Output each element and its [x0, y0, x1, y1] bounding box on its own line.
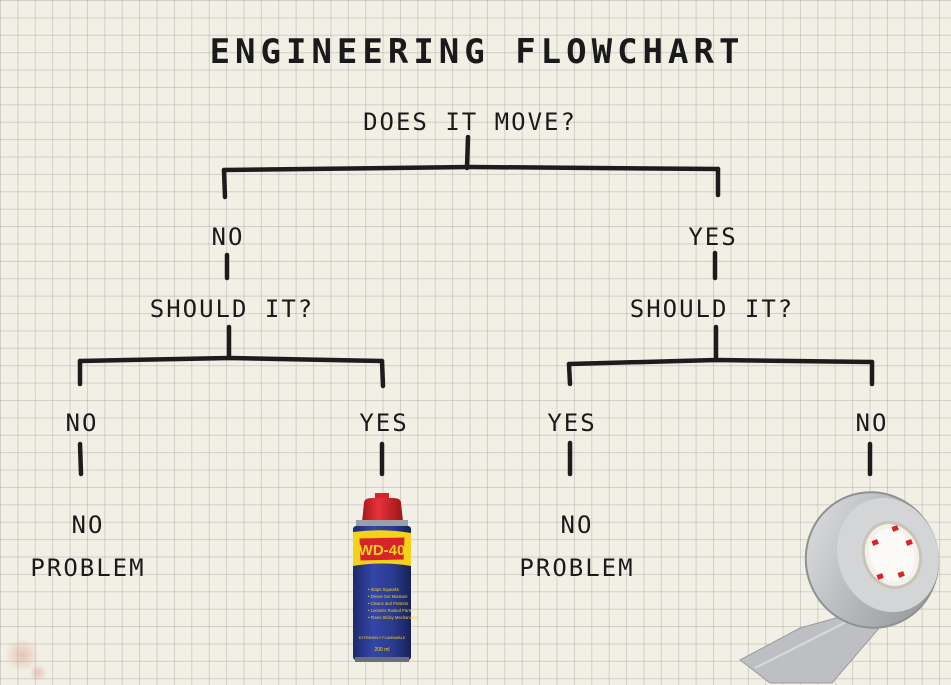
left-branch-question: SHOULD IT? [150, 295, 315, 323]
wd40-bullet-5: • Frees Sticky Mechanisms [368, 615, 418, 620]
root-connector [221, 134, 721, 200]
wd40-brand: WD-40 [359, 542, 406, 559]
wd40-bullet-3: • Cleans and Protects [368, 601, 408, 606]
wd40-warning: EXTREMELY FLAMMABLE [359, 636, 406, 640]
left-left-result-line2: PROBLEM [30, 554, 145, 582]
wd40-can-image: WD-40 • Stops Squeaks • Drives Out Moist… [353, 493, 418, 662]
root-question: DOES IT MOVE? [363, 108, 577, 136]
left-right-answer: YES [359, 409, 408, 437]
right-left-result-line1: NO [561, 511, 594, 539]
left-split-connector [77, 324, 386, 389]
right-split-connector [566, 324, 875, 387]
wd40-bullet-4: • Loosens Rusted Parts [368, 608, 412, 613]
right-left-result-line2: PROBLEM [519, 554, 634, 582]
duct-tape-image [739, 491, 940, 684]
wd40-volume: 200 ml [374, 647, 389, 653]
right-branch-question: SHOULD IT? [630, 295, 795, 323]
wd40-bullet-2: • Drives Out Moisture [368, 594, 408, 599]
flowchart-title: ENGINEERING FLOWCHART [210, 32, 745, 72]
wd40-bullet-1: • Stops Squeaks [368, 587, 399, 592]
left-left-connector [77, 441, 84, 477]
right-branch-answer: YES [688, 223, 737, 251]
left-left-result-line1: NO [72, 511, 105, 539]
right-right-answer: NO [856, 409, 889, 437]
stain [2, 640, 42, 670]
left-left-answer: NO [66, 409, 99, 437]
left-branch-answer: NO [212, 223, 245, 251]
right-left-answer: YES [547, 409, 596, 437]
stain [28, 665, 48, 681]
